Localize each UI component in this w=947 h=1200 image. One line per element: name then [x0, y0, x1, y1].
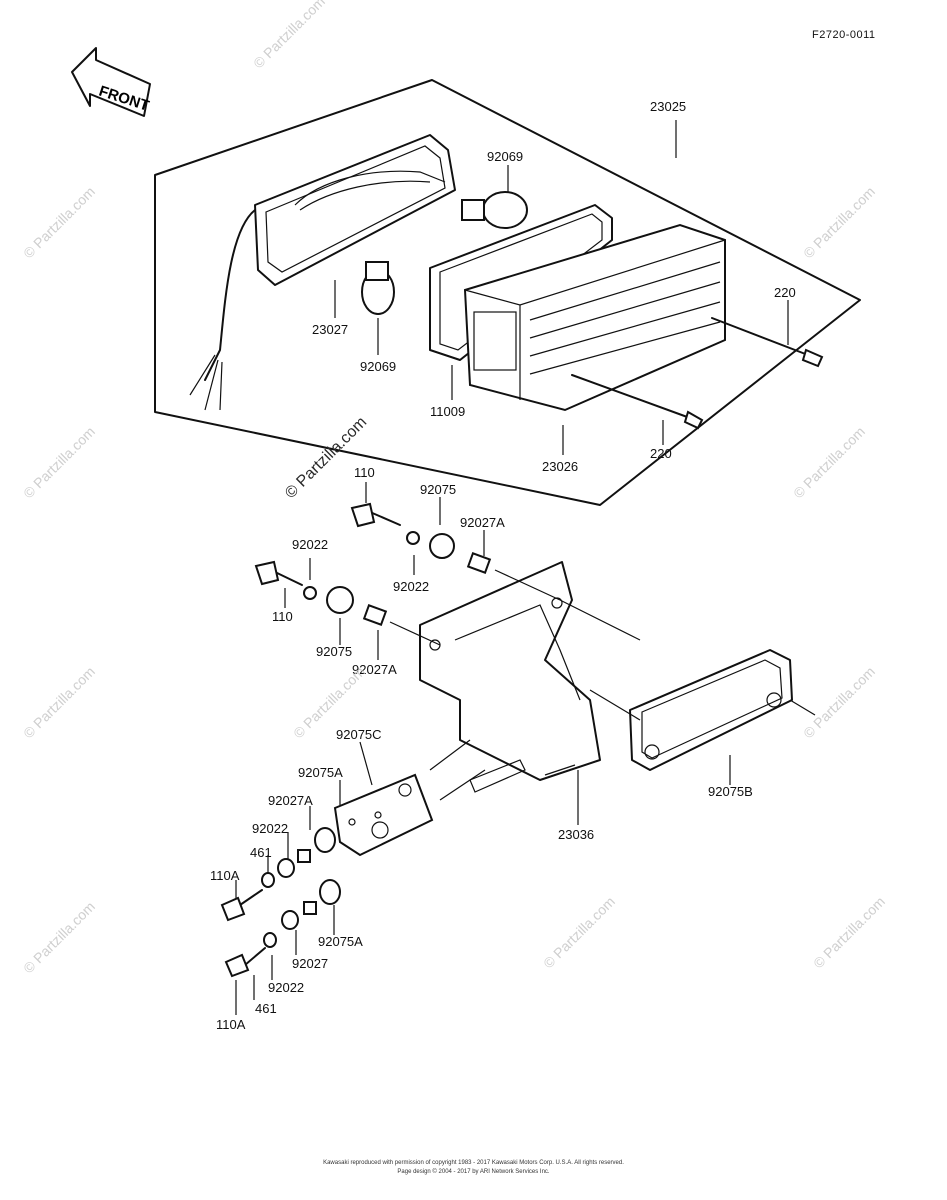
part-label-23026[interactable]: 23026 [542, 459, 579, 474]
part-label-23025[interactable]: 23025 [650, 99, 687, 114]
lens-housing [189, 134, 456, 411]
assembly-outline [154, 79, 861, 506]
part-label-92069-bottom[interactable]: 92069 [360, 359, 397, 374]
part-label-110A-bottom[interactable]: 110A [216, 1017, 246, 1032]
part-label-92027A-lower[interactable]: 92027A [268, 793, 313, 808]
screw-top [711, 317, 824, 368]
part-label-110A-upper[interactable]: 110A [210, 868, 240, 883]
page-design-line: Page design © 2004 - 2017 by ARI Network… [397, 1169, 550, 1175]
part-label-23027[interactable]: 23027 [312, 322, 349, 337]
part-label-92075C[interactable]: 92075C [336, 727, 382, 742]
part-label-110-left[interactable]: 110 [272, 609, 293, 624]
part-label-23036[interactable]: 23036 [558, 827, 595, 842]
part-label-11009[interactable]: 11009 [430, 404, 466, 419]
diagram-code: F2720-0011 [812, 29, 876, 41]
part-label-92069-top[interactable]: 92069 [487, 149, 524, 164]
part-label-461-bottom[interactable]: 461 [255, 1001, 277, 1016]
front-arrow-label: FRONT [97, 83, 151, 115]
part-label-92075A-upper[interactable]: 92075A [298, 765, 343, 780]
part-label-461-upper[interactable]: 461 [250, 845, 272, 860]
screw-bottom [571, 374, 704, 430]
part-label-92027[interactable]: 92027 [292, 956, 329, 971]
part-label-92075B[interactable]: 92075B [708, 784, 753, 799]
part-label-110-top[interactable]: 110 [354, 465, 375, 480]
part-label-220-bottom[interactable]: 220 [650, 446, 672, 461]
hardware-lower [220, 827, 341, 978]
copyright-line: Kawasaki reproduced with permission of c… [323, 1160, 624, 1166]
license-lamp [559, 599, 816, 771]
part-label-92022-mid[interactable]: 92022 [393, 579, 430, 594]
part-label-92022-left[interactable]: 92022 [292, 537, 329, 552]
part-label-92075-top[interactable]: 92075 [420, 482, 457, 497]
bulb-bottom [361, 261, 395, 315]
part-label-92027A-left[interactable]: 92027A [352, 662, 397, 677]
damper-plate [333, 739, 486, 857]
part-label-92075-left[interactable]: 92075 [316, 644, 353, 659]
bulb-top [461, 191, 528, 229]
hardware-left [254, 560, 441, 646]
lamp-body [463, 223, 726, 412]
front-arrow-icon: FRONT [71, 47, 151, 117]
hardware-upper [350, 502, 561, 601]
part-label-92022-bottom[interactable]: 92022 [268, 980, 305, 995]
part-label-92075A-lower[interactable]: 92075A [318, 934, 363, 949]
gasket [429, 204, 613, 361]
part-label-92022-lower[interactable]: 92022 [252, 821, 289, 836]
part-label-92027A-top[interactable]: 92027A [460, 515, 505, 530]
mounting-bracket [419, 561, 601, 793]
part-label-220-top[interactable]: 220 [774, 285, 796, 300]
